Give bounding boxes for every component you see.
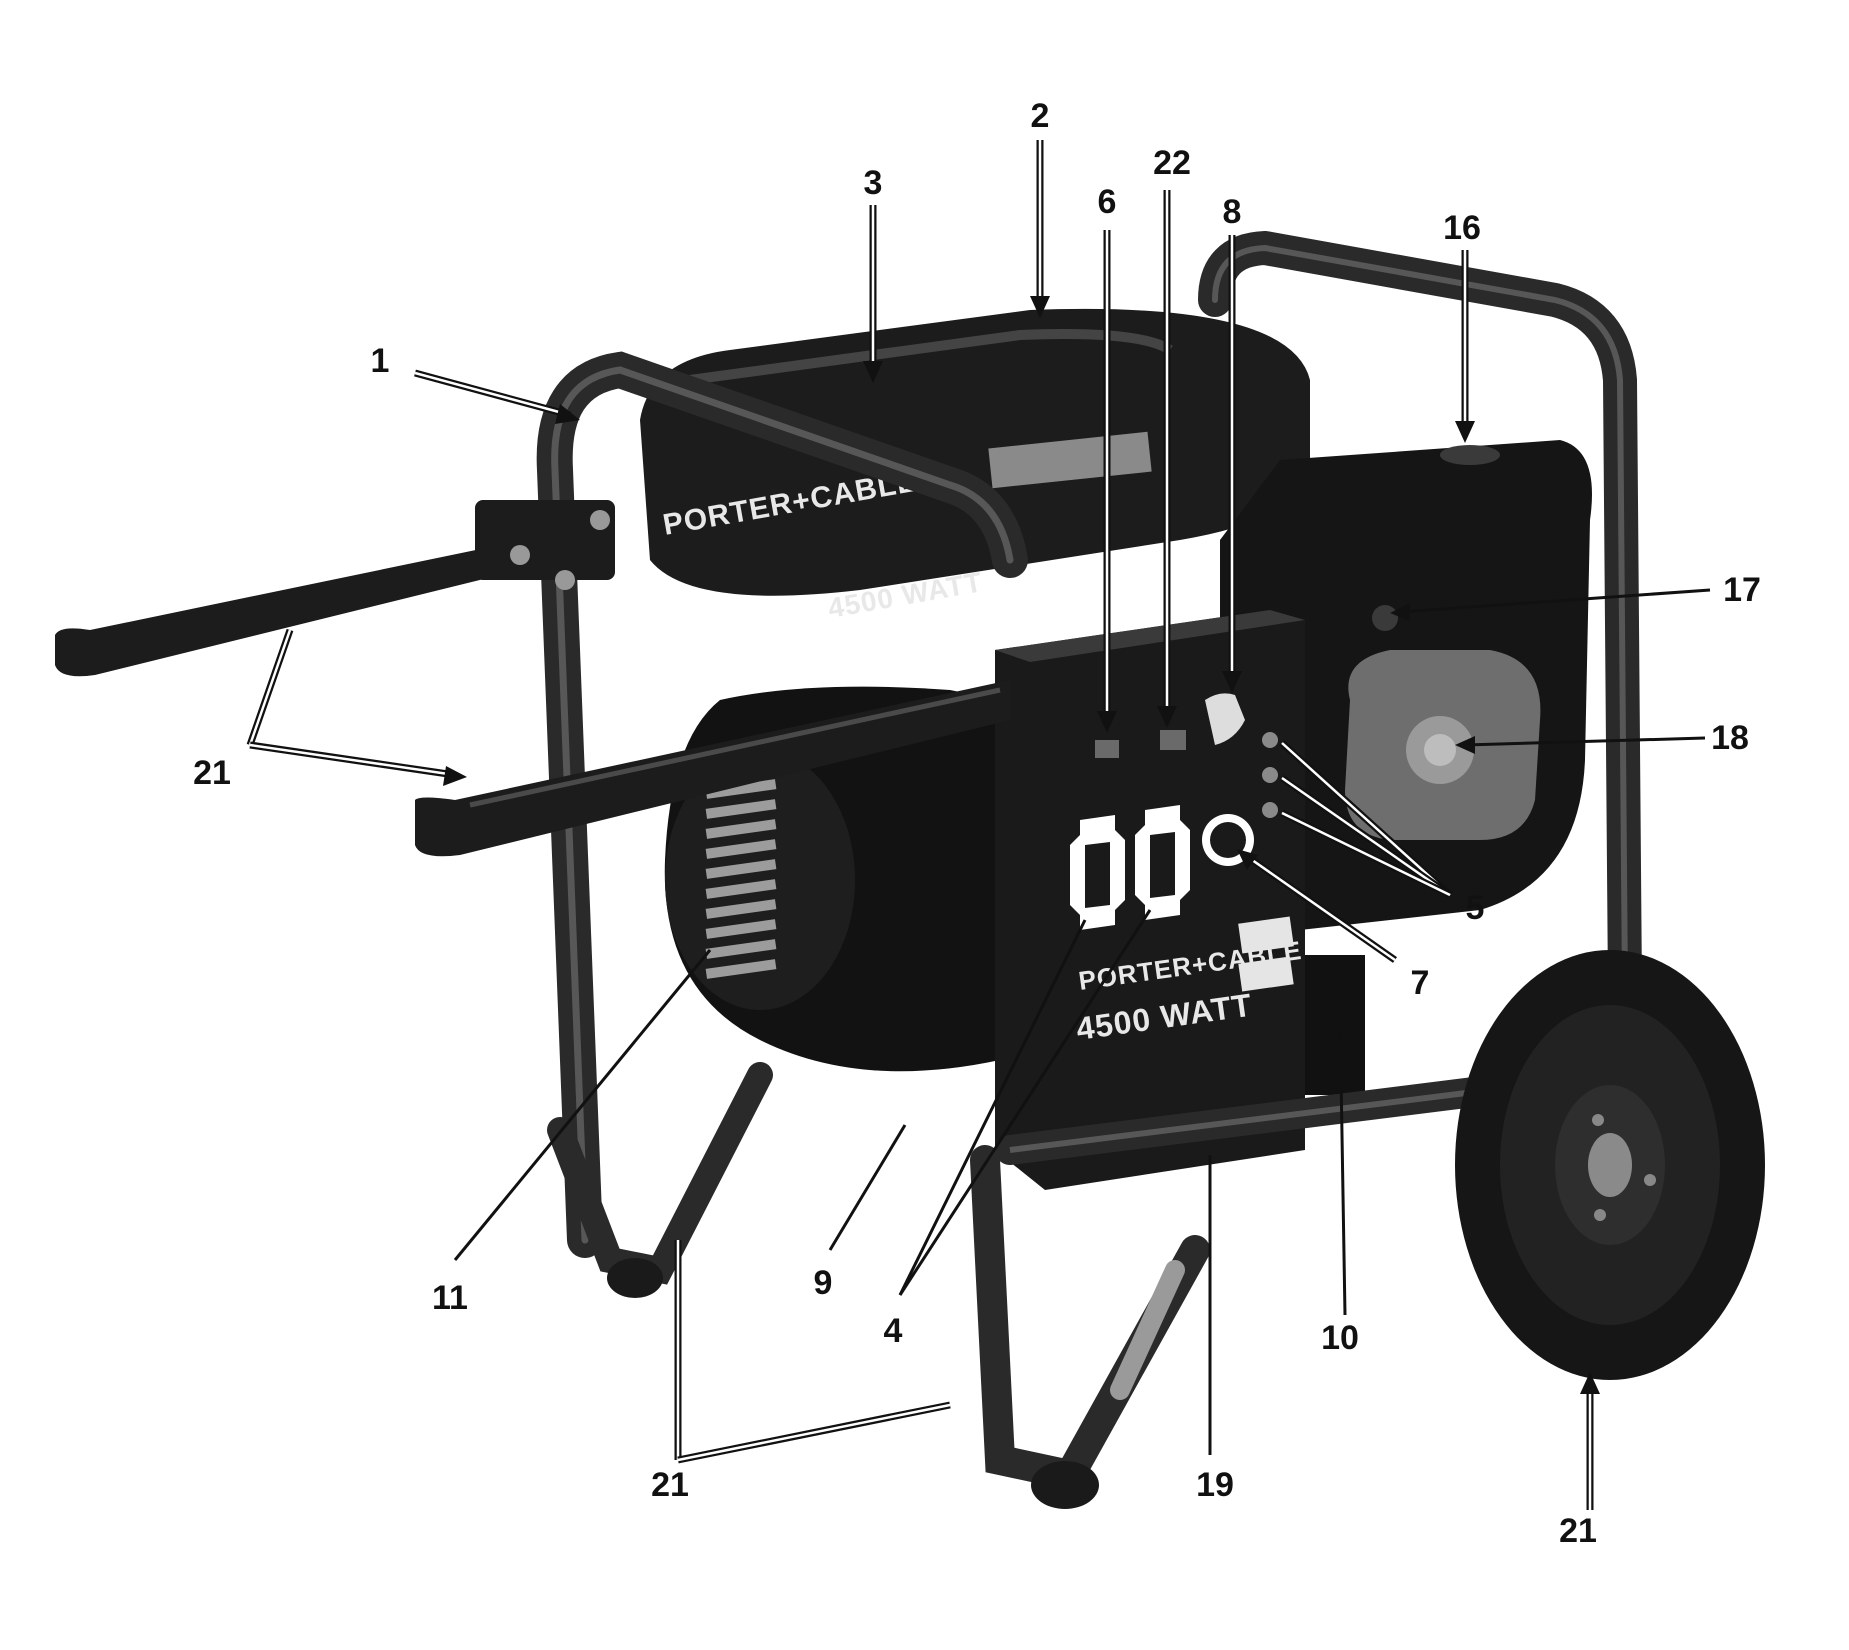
callout-16: 16	[1443, 209, 1481, 247]
callout-21-feet: 21	[651, 1466, 689, 1504]
callout-5: 5	[1466, 889, 1485, 927]
lower-handle	[415, 680, 1010, 857]
callout-8: 8	[1223, 193, 1242, 231]
callout-1: 1	[371, 342, 390, 380]
upper-handle	[55, 545, 500, 677]
callout-17: 17	[1723, 571, 1761, 609]
breaker-3	[1262, 802, 1278, 818]
callout-2: 2	[1031, 97, 1050, 135]
breaker-2	[1262, 767, 1278, 783]
callout-10: 10	[1321, 1319, 1359, 1357]
battery-box	[1305, 955, 1365, 1095]
generator-illustration: PORTER+CABLE 4500 WATT PORTER+CABLE 4500…	[55, 230, 1765, 1509]
callout-3: 3	[864, 164, 883, 202]
label-decal	[1238, 916, 1294, 954]
callout-labels: 1 2 3 4 5 6 7 8 9 10 11 16 17 18 19 21 2…	[193, 97, 1761, 1550]
callout-18: 18	[1711, 719, 1749, 757]
callout-4: 4	[884, 1312, 903, 1350]
callout-21-wheel: 21	[1559, 1512, 1597, 1550]
callout-6: 6	[1098, 183, 1117, 221]
engine-switch	[1095, 740, 1119, 758]
callout-19: 19	[1196, 1466, 1234, 1504]
callout-9: 9	[814, 1264, 833, 1302]
callout-22: 22	[1153, 144, 1191, 182]
breaker-1	[1262, 732, 1278, 748]
leader-lines	[246, 140, 1711, 1510]
idle-control	[1160, 730, 1186, 750]
callout-7: 7	[1411, 964, 1430, 1002]
callout-21-handles: 21	[193, 754, 231, 792]
choke-lever	[1205, 693, 1245, 745]
callout-11: 11	[432, 1279, 468, 1317]
vent-slats	[705, 779, 777, 979]
fuel-tank	[640, 308, 1310, 596]
